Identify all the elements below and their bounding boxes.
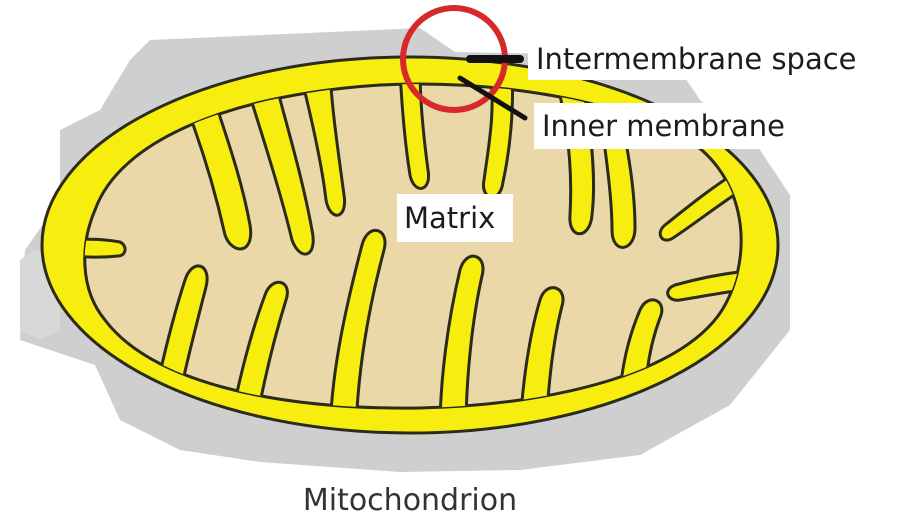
matrix-label: Matrix: [404, 201, 495, 235]
inner-membrane-label: Inner membrane: [542, 109, 785, 143]
diagram-caption: Mitochondrion: [303, 483, 517, 518]
intermembrane-space-label: Intermembrane space: [536, 42, 857, 76]
